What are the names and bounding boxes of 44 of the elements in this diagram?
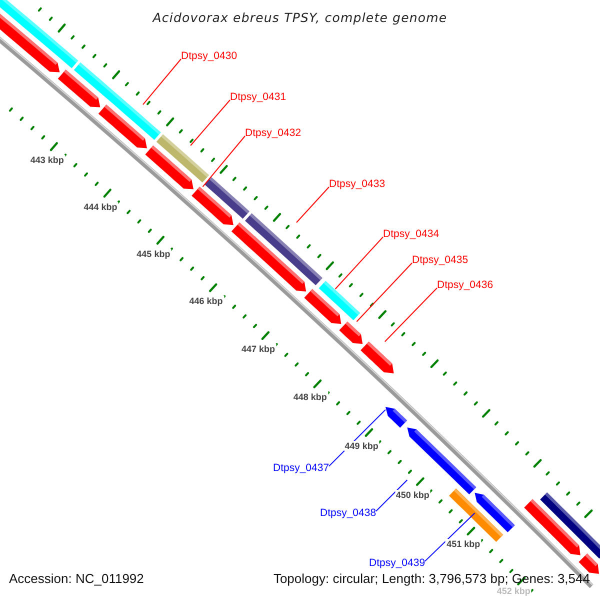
scale-label: 444 kbp: [82, 202, 118, 212]
map-info-text: Topology: circular; Length: 3,796,573 bp; Genes: 3,544: [273, 571, 590, 586]
feature-bar: [540, 492, 600, 559]
scale-label: 452 kbp: [496, 586, 532, 596]
gene-label: Dtpsy_0437: [273, 462, 330, 474]
gene-label: Dtpsy_0431: [230, 91, 286, 103]
leader-line: [424, 512, 476, 562]
feature-bar: [156, 134, 210, 182]
feature-bar: [449, 488, 504, 542]
gene-label: Dtpsy_0434: [383, 228, 440, 240]
leader-line: [142, 58, 182, 106]
gene-feature: [386, 406, 407, 428]
gene-label: Dtpsy_0439: [369, 557, 426, 569]
scale-label: 451 kbp: [446, 538, 482, 549]
feature-bar: [318, 280, 360, 320]
chart-title: Acidovorax ebreus TPSY, complete genome: [152, 10, 448, 25]
scale-label: 447 kbp: [240, 344, 276, 354]
gene-feature: [578, 554, 599, 574]
gene-label: Dtpsy_0436: [437, 279, 494, 291]
scale-label: 445 kbp: [136, 248, 172, 259]
scale-label: 443 kbp: [29, 155, 65, 166]
gene-label: Dtpsy_0433: [329, 178, 386, 190]
scale-label: 449 kbp: [344, 440, 380, 451]
scale-label: 450 kbp: [394, 490, 430, 500]
map-info-text: Accession: NC_011992: [9, 571, 144, 586]
feature-bar: [245, 213, 322, 286]
feature-bar: [204, 177, 250, 219]
leader-line: [190, 100, 230, 146]
leader-line: [296, 186, 330, 223]
gene-feature: [360, 342, 394, 374]
feature-bar: [74, 62, 161, 140]
leader-line: [202, 136, 246, 188]
leader-line: [356, 262, 412, 322]
leader-line: [334, 236, 384, 290]
gene-label: Dtpsy_0430: [181, 50, 238, 62]
gene-label: Dtpsy_0438: [320, 507, 376, 519]
scale-label: 448 kbp: [292, 392, 328, 402]
leader-line: [376, 480, 408, 512]
leader-line: [384, 288, 438, 342]
feature-bar: [0, 0, 78, 68]
scale-label: 446 kbp: [188, 296, 224, 306]
gene-label: Dtpsy_0432: [245, 127, 302, 139]
gene-label: Dtpsy_0435: [412, 254, 468, 266]
gene-feature: [339, 322, 363, 344]
